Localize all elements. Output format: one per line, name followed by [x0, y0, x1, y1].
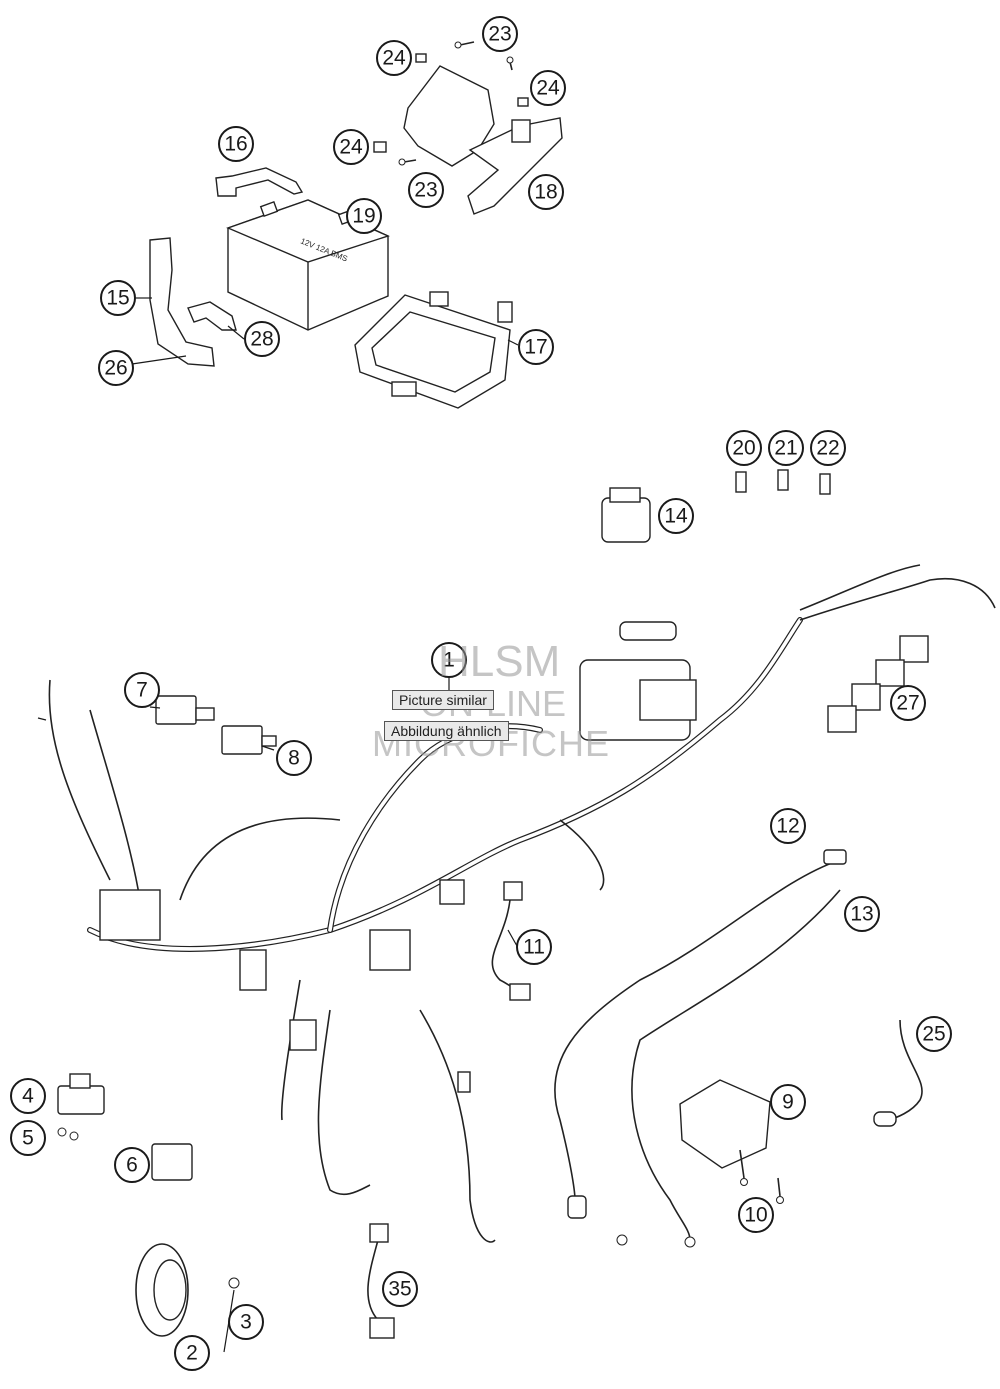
cable-35-plug — [369, 1223, 389, 1243]
regulator-9 — [679, 1079, 784, 1204]
sensor-25-cable — [887, 1019, 923, 1121]
svg-text:27: 27 — [896, 692, 919, 715]
svg-text:16: 16 — [224, 133, 247, 156]
callout-9: 9 — [770, 1084, 806, 1120]
callout-16: 16 — [218, 126, 254, 162]
relays-27 — [827, 635, 929, 733]
callout-3: 3 — [228, 1304, 264, 1340]
callout-27: 27 — [890, 685, 926, 721]
callout-28: 28 — [244, 321, 280, 357]
callout-14: 14 — [658, 498, 694, 534]
callout-35: 35 — [382, 1271, 418, 1307]
callout-24-mid: 24 — [333, 129, 369, 165]
strap-15-26 — [149, 237, 215, 367]
main-wiring-harness — [48, 564, 996, 1243]
battery-tray — [354, 291, 513, 409]
cable-35-plug-2 — [369, 1317, 395, 1339]
svg-text:35: 35 — [388, 1278, 411, 1301]
ring-terminal-b — [684, 1236, 696, 1248]
callout-25: 25 — [916, 1016, 952, 1052]
callout-22: 22 — [810, 430, 846, 466]
callout-23-mid: 23 — [408, 172, 444, 208]
callout-11: 11 — [516, 929, 552, 965]
svg-text:11: 11 — [523, 936, 545, 959]
callout-17: 17 — [518, 329, 554, 365]
fuses — [735, 469, 831, 495]
svg-text:24: 24 — [536, 77, 560, 100]
cable-12-boot — [567, 1195, 587, 1219]
svg-text:26: 26 — [104, 357, 127, 380]
ring-terminal-a — [616, 1234, 628, 1246]
callout-19: 19 — [346, 198, 382, 234]
svg-text:13: 13 — [850, 903, 873, 926]
leader-lines — [37, 297, 519, 1353]
cable-12-end — [823, 849, 847, 865]
svg-text:7: 7 — [136, 679, 148, 702]
svg-text:17: 17 — [524, 336, 547, 359]
callout-6: 6 — [114, 1147, 150, 1183]
cable-11-plug-2 — [509, 983, 531, 1001]
svg-text:14: 14 — [664, 505, 688, 528]
picture-similar-label: Picture similar — [392, 690, 494, 710]
fuse-holder-18 — [403, 65, 563, 215]
clips-and-screws — [373, 41, 529, 166]
callout-13: 13 — [844, 896, 880, 932]
starter-relay-14 — [601, 487, 651, 543]
svg-text:24: 24 — [339, 136, 363, 159]
svg-text:25: 25 — [922, 1023, 945, 1046]
svg-text:20: 20 — [732, 437, 755, 460]
svg-text:21: 21 — [774, 437, 797, 460]
cable-12 — [554, 859, 841, 1201]
callout-24-right: 24 — [530, 70, 566, 106]
svg-text:8: 8 — [288, 747, 300, 770]
svg-text:24: 24 — [382, 47, 406, 70]
relays-7-8 — [155, 695, 277, 755]
svg-text:5: 5 — [22, 1127, 34, 1150]
callout-23-top: 23 — [482, 16, 518, 52]
abbildung-aehnlich-label: Abbildung ähnlich — [384, 721, 509, 741]
svg-text:9: 9 — [782, 1091, 794, 1114]
callout-7: 7 — [124, 672, 160, 708]
svg-text:23: 23 — [414, 179, 437, 202]
callout-5: 5 — [10, 1120, 46, 1156]
svg-text:2: 2 — [186, 1342, 198, 1365]
callout-8: 8 — [276, 740, 312, 776]
bracket-16 — [215, 167, 304, 197]
callout-24-left: 24 — [376, 40, 412, 76]
callout-18: 18 — [528, 174, 564, 210]
svg-text:19: 19 — [352, 205, 375, 228]
svg-text:6: 6 — [126, 1154, 138, 1177]
watermark-line1: HLSM — [438, 637, 561, 686]
cable-35 — [367, 1239, 379, 1321]
svg-text:22: 22 — [816, 437, 839, 460]
callout-2: 2 — [174, 1335, 210, 1371]
svg-text:3: 3 — [240, 1311, 252, 1334]
cable-11 — [491, 899, 521, 993]
svg-text:23: 23 — [488, 23, 511, 46]
svg-text:12: 12 — [776, 815, 799, 838]
callout-12: 12 — [770, 808, 806, 844]
horn-2 — [135, 1243, 240, 1337]
svg-text:4: 4 — [22, 1085, 34, 1108]
items-4-5-6 — [57, 1073, 193, 1181]
callout-21: 21 — [768, 430, 804, 466]
svg-text:28: 28 — [250, 328, 273, 351]
svg-text:15: 15 — [106, 287, 129, 310]
callout-4: 4 — [10, 1078, 46, 1114]
sensor-25 — [873, 1111, 897, 1127]
svg-text:18: 18 — [534, 181, 557, 204]
svg-text:1: 1 — [443, 649, 455, 672]
callout-15: 15 — [100, 280, 136, 316]
callout-1: 1 — [431, 642, 467, 678]
callout-10: 10 — [738, 1197, 774, 1233]
svg-text:10: 10 — [744, 1204, 767, 1227]
callout-20: 20 — [726, 430, 762, 466]
cable-11-plug — [503, 881, 523, 901]
cable-13 — [631, 889, 841, 1241]
battery: 12V 12A BMS — [226, 199, 390, 331]
callout-26: 26 — [98, 350, 134, 386]
rubber-28 — [187, 301, 237, 331]
